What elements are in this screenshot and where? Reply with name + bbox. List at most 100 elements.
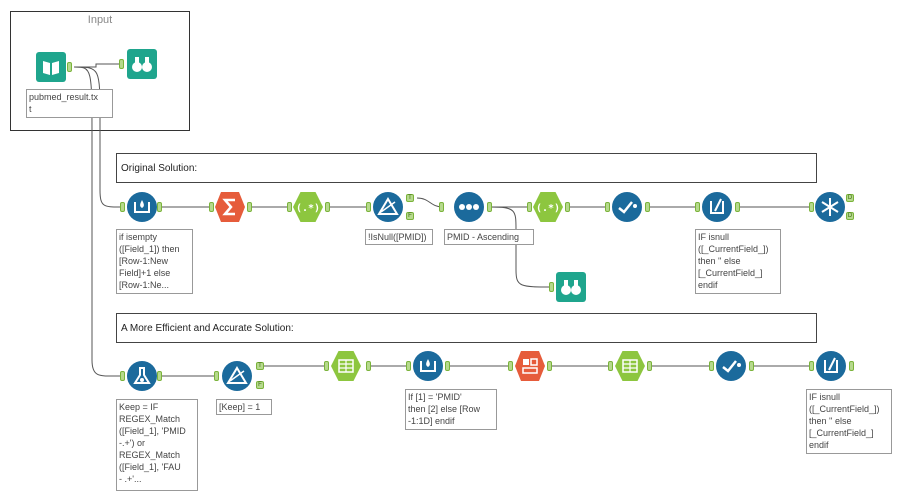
checkmark-wave-icon [722,360,741,373]
filter-triangle-icon [226,366,248,384]
multifield-2-output-anchor[interactable] [849,361,854,371]
wire-r1-browse [489,206,554,288]
sort-dots-icon [459,204,479,210]
filter-1-true-anchor[interactable]: T [406,194,414,202]
binoculars-icon [561,280,581,295]
sort-input-anchor[interactable] [439,202,444,212]
sigma-icon [222,198,235,216]
multi-field-formula-tool-1[interactable] [702,192,732,222]
crosstab-input-anchor[interactable] [809,202,814,212]
multifield-1-input-anchor[interactable] [695,202,700,212]
filter-1-annotation: !IsNull([PMID]) [365,229,433,245]
multifield-2-input-anchor[interactable] [809,361,814,371]
textcols-2-output-anchor[interactable] [647,361,652,371]
crosstab-dynamic-anchor-top[interactable]: D [846,194,854,202]
book-icon [43,61,59,75]
filter-2-false-anchor[interactable]: F [256,381,264,389]
cleanse-1-output-anchor[interactable] [645,202,650,212]
multifield-1-output-anchor[interactable] [735,202,740,212]
multirow-2-input-anchor[interactable] [406,361,411,371]
multirow-1-annotation: if isempty ([Field_1]) then [Row-1:New F… [116,229,193,294]
summarize-input-anchor[interactable] [209,202,214,212]
regex-tool-2[interactable]: (.*) [533,192,563,222]
wire-input-formula2 [73,66,121,377]
formula-flask-icon [133,367,151,384]
multirow-2-output-anchor[interactable] [445,361,450,371]
cleanse-2-input-anchor[interactable] [709,361,714,371]
filter-tool-2[interactable] [222,361,252,391]
formula-tool-2[interactable] [127,361,157,391]
multirow-1-output-anchor[interactable] [157,202,162,212]
filter-triangle-icon [377,197,399,215]
multi-field-formula-icon [710,198,724,214]
filter-1-input-anchor[interactable] [366,202,371,212]
cleanse-2-output-anchor[interactable] [749,361,754,371]
filter-tool-1[interactable] [373,192,403,222]
input-data-tool[interactable] [36,52,66,82]
regex-icon: (.*) [536,203,560,214]
checkmark-wave-icon [618,201,637,214]
multi-field-formula-icon [824,357,838,373]
comment-efficient-solution[interactable]: A More Efficient and Accurate Solution: [116,313,817,343]
multifield-2-annotation: IF isnull ([_CurrentField_]) then '' els… [806,389,892,454]
data-cleansing-tool-1[interactable] [612,192,642,222]
sort-tool[interactable] [454,192,484,222]
summarize-output-anchor[interactable] [247,202,252,212]
multi-field-formula-tool-2[interactable] [816,351,846,381]
regex-2-output-anchor[interactable] [565,202,570,212]
wire-input-browse [74,63,120,68]
textcols-2-input-anchor[interactable] [608,361,613,371]
input-data-output-anchor[interactable] [67,62,72,72]
filter-2-true-anchor[interactable]: T [256,362,264,370]
multi-row-formula-icon [420,359,436,372]
data-cleansing-tool-2[interactable] [716,351,746,381]
transpose-input-anchor[interactable] [508,361,513,371]
regex-tool-1[interactable]: (.*) [293,192,323,222]
text-to-columns-icon [622,359,638,373]
filter-2-annotation: [Keep] = 1 [216,399,272,415]
regex-1-output-anchor[interactable] [325,202,330,212]
browse-2-input-anchor[interactable] [549,282,554,292]
multi-row-formula-icon [134,200,150,213]
multi-row-formula-tool-1[interactable] [127,192,157,222]
cross-tab-tool[interactable] [815,192,845,222]
snowflake-icon [821,198,839,216]
multirow-2-annotation: If [1] = 'PMID' then [2] else [Row -1:1D… [405,389,497,430]
filter-2-input-anchor[interactable] [214,371,219,381]
browse-tool-1[interactable] [127,49,157,79]
input-container-title: Input [87,14,113,26]
browse-tool-2[interactable] [556,272,586,302]
formula-2-output-anchor[interactable] [157,371,162,381]
binoculars-icon [132,57,152,72]
formula-2-input-anchor[interactable] [120,371,125,381]
svg-text:(.*): (.*) [536,203,560,214]
text-to-columns-tool-1[interactable] [331,351,361,381]
multi-row-formula-tool-2[interactable] [413,351,443,381]
regex-icon: (.*) [296,203,320,214]
sort-output-anchor[interactable] [487,202,492,212]
text-to-columns-tool-2[interactable] [615,351,645,381]
transpose-output-anchor[interactable] [547,361,552,371]
transpose-tool[interactable] [515,351,545,381]
regex-2-input-anchor[interactable] [527,202,532,212]
multirow-1-input-anchor[interactable] [120,202,125,212]
summarize-tool[interactable] [215,192,245,222]
multifield-1-annotation: IF isnull ([_CurrentField_]) then '' els… [695,229,781,294]
input-data-annotation: pubmed_result.tx t [26,89,113,118]
text-to-columns-icon [338,359,354,373]
crosstab-dynamic-anchor-bottom[interactable]: D [846,212,854,220]
regex-1-input-anchor[interactable] [287,202,292,212]
wire-input-multirow1 [73,66,121,208]
sort-annotation: PMID - Ascending [444,229,534,245]
svg-text:(.*): (.*) [296,203,320,214]
browse-1-input-anchor[interactable] [119,59,124,69]
comment-original-solution[interactable]: Original Solution: [116,153,817,183]
transpose-icon [522,358,538,374]
textcols-1-output-anchor[interactable] [366,361,371,371]
textcols-1-input-anchor[interactable] [324,361,329,371]
cleanse-1-input-anchor[interactable] [605,202,610,212]
formula-2-annotation: Keep = IF REGEX_Match ([Field_1], 'PMID … [116,399,198,491]
filter-1-false-anchor[interactable]: F [406,212,414,220]
